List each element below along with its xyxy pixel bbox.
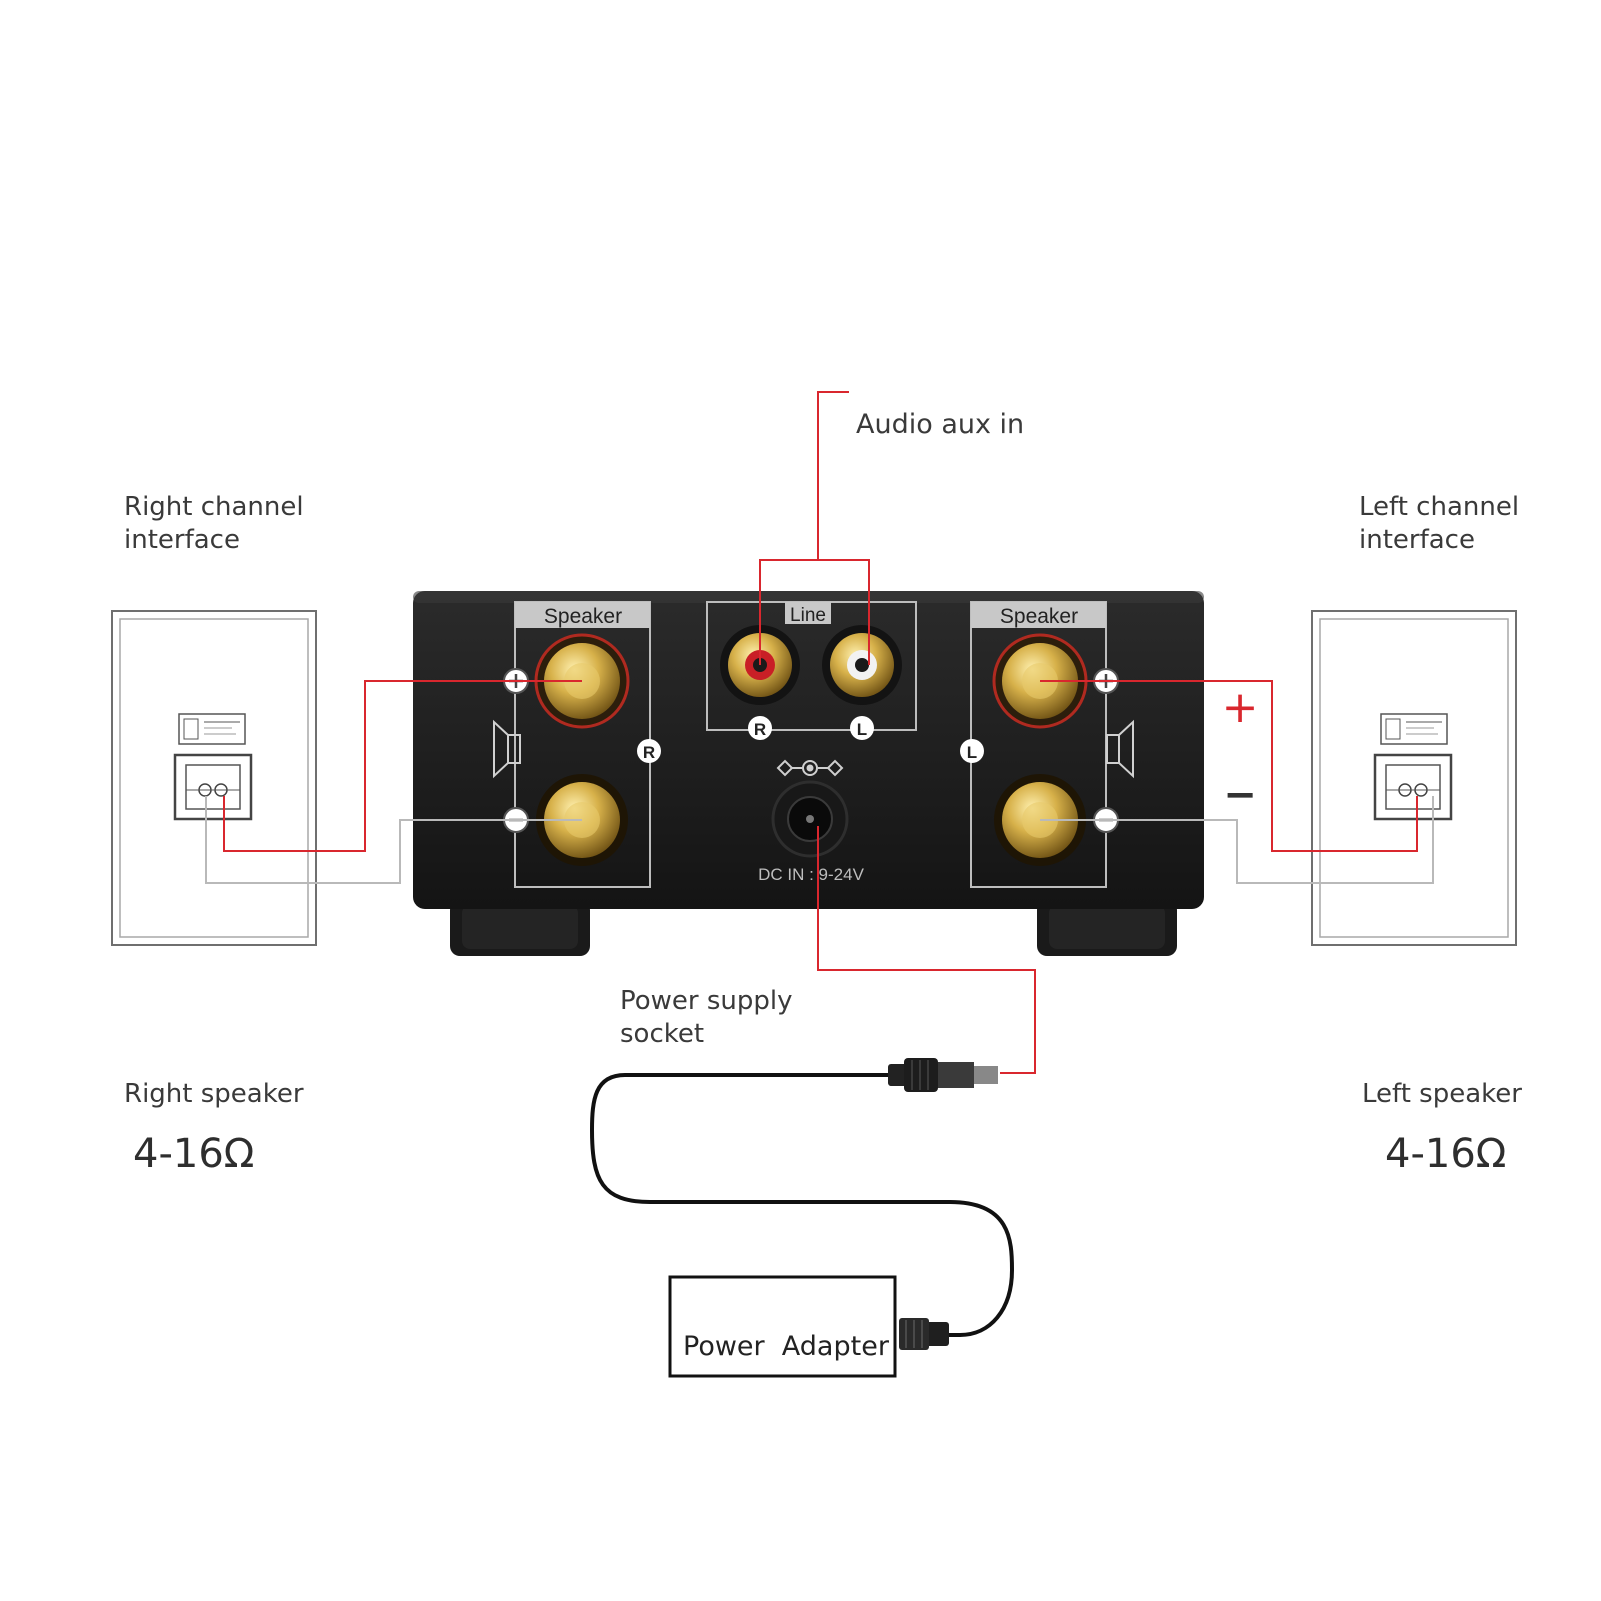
dc-polarity-icon bbox=[776, 759, 844, 777]
rca-l-label: L bbox=[857, 720, 867, 739]
rca-jack-l[interactable] bbox=[822, 625, 902, 705]
channel-badge-r: R bbox=[643, 743, 655, 762]
right-channel-interface-label-line2: interface bbox=[124, 525, 240, 555]
right-channel-interface-label-line1: Right channel bbox=[124, 492, 304, 522]
left-channel-interface-label-line2: interface bbox=[1359, 525, 1475, 555]
audio-aux-in-label: Audio aux in bbox=[856, 409, 1025, 440]
power-adapter-label: Power Adapter bbox=[683, 1331, 889, 1362]
wire-right-speaker-positive bbox=[223, 680, 582, 852]
wire-audio-aux-in bbox=[759, 391, 870, 665]
right-speaker-impedance: 4-16Ω bbox=[133, 1131, 255, 1177]
power-cable bbox=[589, 1073, 1015, 1337]
amplifier: Speaker bbox=[413, 591, 1204, 956]
right-speaker-spec-plate bbox=[178, 713, 246, 745]
right-speaker-terminal bbox=[173, 753, 253, 821]
speaker-symbol-icon bbox=[493, 719, 521, 779]
binding-post-l-minus[interactable] bbox=[994, 774, 1086, 866]
adapter-plug-icon bbox=[899, 1318, 949, 1350]
speaker-symbol-icon bbox=[1106, 719, 1134, 779]
dc-in-label: DC IN : 9-24V bbox=[758, 865, 864, 884]
left-speaker-terminal bbox=[1373, 753, 1453, 821]
dc-power-jack[interactable] bbox=[771, 780, 849, 858]
right-speaker bbox=[111, 610, 317, 946]
polarity-plus: + bbox=[1222, 682, 1259, 733]
line-block-title: Line bbox=[790, 605, 826, 626]
right-speaker-label: Right speaker bbox=[124, 1079, 304, 1109]
polarity-minus: − bbox=[1223, 772, 1257, 818]
wire-left-speaker-positive bbox=[1040, 680, 1418, 852]
wire-power-socket bbox=[817, 826, 1036, 1074]
speaker-block-r-title: Speaker bbox=[544, 605, 622, 628]
left-speaker-spec-plate bbox=[1380, 713, 1448, 745]
left-speaker-impedance: 4-16Ω bbox=[1385, 1131, 1507, 1177]
wire-left-speaker-negative bbox=[1040, 796, 1434, 884]
left-speaker bbox=[1311, 610, 1517, 946]
power-adapter-box bbox=[668, 1275, 897, 1378]
power-supply-socket-label-line1: Power supply bbox=[620, 986, 793, 1016]
amplifier-body bbox=[413, 591, 1204, 909]
left-channel-interface-label-line1: Left channel bbox=[1359, 492, 1520, 522]
power-supply-socket-label-line2: socket bbox=[620, 1019, 705, 1049]
channel-badge-l: L bbox=[967, 743, 977, 762]
rca-r-label: R bbox=[754, 720, 766, 739]
speaker-block-l-title: Speaker bbox=[1000, 605, 1078, 628]
dc-plug-icon bbox=[888, 1058, 998, 1092]
left-speaker-label: Left speaker bbox=[1362, 1079, 1522, 1109]
wire-right-speaker-negative bbox=[205, 796, 582, 884]
